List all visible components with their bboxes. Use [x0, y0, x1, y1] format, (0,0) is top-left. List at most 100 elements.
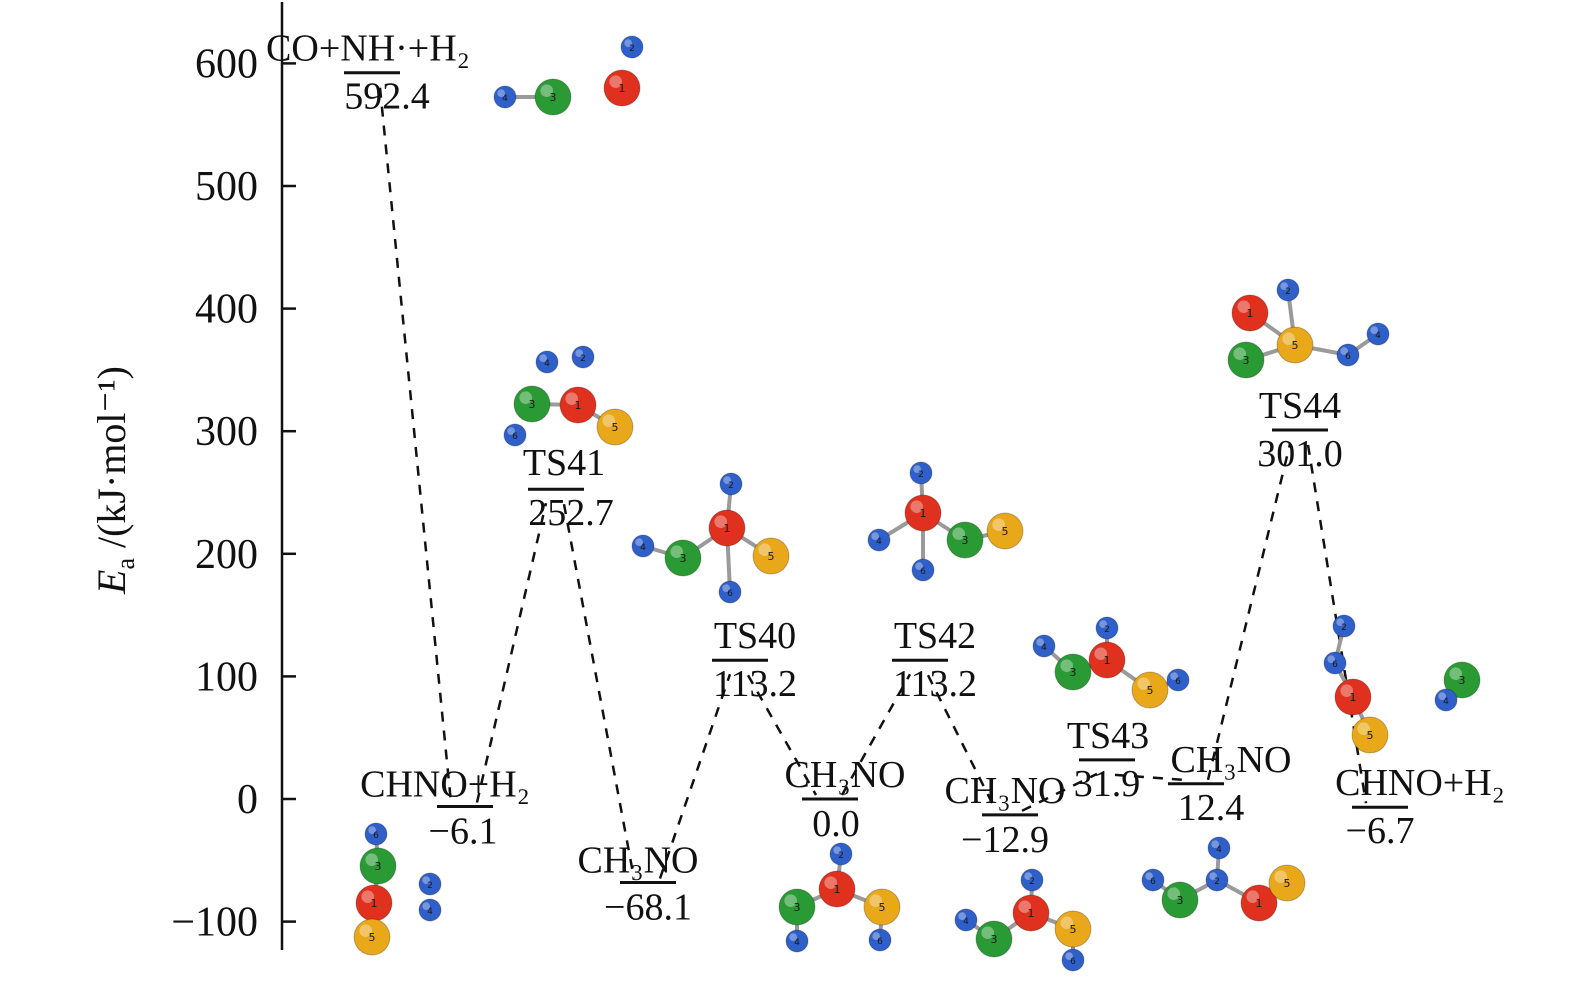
molecule-atom: 2: [571, 345, 595, 369]
atom-sphere: [909, 461, 933, 485]
atom-highlight: [624, 39, 633, 48]
y-tick-label: −100: [171, 900, 258, 946]
molecule-atom: 2: [1020, 868, 1044, 892]
atom-highlight: [1145, 872, 1153, 881]
atom-sphere: [596, 408, 634, 446]
atom-highlight: [519, 391, 532, 405]
atom-highlight: [981, 926, 994, 939]
atom-sphere: [708, 509, 746, 547]
atom-index-label: 6: [727, 589, 733, 599]
atom-index-label: 2: [427, 881, 433, 891]
y-tick-label: 200: [195, 532, 258, 578]
atom-sphere: [1323, 651, 1347, 675]
molecule-atom: 4: [1434, 688, 1458, 712]
y-axis-label-symbol: E: [89, 570, 134, 595]
molecule-atom: 3: [534, 78, 572, 116]
atom-sphere: [785, 929, 809, 953]
atom-highlight: [723, 476, 732, 484]
energy-level-value: 301.0: [1257, 433, 1343, 475]
atom-sphere: [1268, 864, 1306, 902]
atom-sphere: [778, 888, 816, 926]
atom-sphere: [1336, 343, 1360, 367]
reaction-path-connections: [378, 87, 1368, 879]
atom-sphere: [1054, 910, 1092, 948]
atom-index-label: 2: [580, 354, 586, 364]
atom-highlight: [1274, 870, 1287, 883]
molecule-atom: 6: [868, 928, 892, 952]
atom-highlight: [361, 890, 375, 903]
atom-highlight: [1060, 916, 1073, 929]
atom-highlight: [365, 853, 379, 866]
atom-sphere: [559, 386, 597, 424]
energy-level-name: CO+NH·+H₂: [266, 28, 470, 70]
atom-sphere: [513, 385, 551, 423]
molecule-atom: 1: [1231, 294, 1269, 332]
atom-highlight: [368, 826, 376, 835]
atom-sphere: [719, 472, 743, 496]
atom-highlight: [915, 562, 924, 571]
energy-level-name: TS44: [1259, 385, 1341, 427]
atom-highlight: [1233, 347, 1246, 361]
atom-index-label: 2: [838, 851, 844, 861]
energy-level-name: CH₃NO: [1171, 739, 1292, 781]
atom-index-label: 4: [640, 543, 646, 553]
atom-sphere: [829, 842, 853, 866]
atom-index-label: 3: [680, 552, 687, 565]
atom-highlight: [1170, 672, 1178, 681]
atom-sphere: [571, 345, 595, 369]
atom-highlight: [1280, 282, 1288, 290]
y-tick-label: 0: [237, 777, 258, 823]
molecule-atom: 4: [1366, 322, 1390, 346]
atom-index-label: 4: [1041, 643, 1047, 653]
molecule-atom: 5: [1268, 864, 1306, 902]
molecule-atom: 4: [867, 528, 891, 552]
molecule-atom: 5: [1351, 716, 1389, 754]
atom-highlight: [359, 924, 373, 937]
energy-level-value: 31.9: [1074, 763, 1141, 805]
atom-sphere: [718, 580, 742, 604]
atom-highlight: [789, 933, 798, 942]
molecule-atom: 4: [631, 534, 655, 558]
atom-highlight: [1065, 952, 1073, 961]
molecule-atom: 3: [1227, 341, 1265, 379]
atom-index-label: 4: [1216, 845, 1222, 855]
molecule-atom: 1: [603, 69, 641, 107]
atom-sphere: [867, 528, 891, 552]
molecule-atom: 2: [909, 461, 933, 485]
atom-index-label: 5: [1070, 923, 1077, 936]
molecule-atom: 3: [946, 521, 984, 559]
atom-sphere: [1161, 881, 1199, 919]
atom-highlight: [872, 932, 881, 941]
atom-highlight: [758, 543, 771, 556]
molecule-atom: 3: [1443, 661, 1481, 699]
atom-index-label: 3: [962, 534, 969, 547]
molecule-atom: 1: [1240, 884, 1278, 922]
atom-highlight: [1018, 900, 1031, 913]
atom-sphere: [1061, 948, 1085, 972]
atom-index-label: 5: [1002, 525, 1009, 538]
molecule-atom: 2: [1205, 868, 1229, 892]
atom-highlight: [869, 894, 882, 907]
atom-highlight: [1237, 300, 1250, 314]
atom-sphere: [631, 534, 655, 558]
atom-highlight: [1336, 618, 1344, 627]
molecule-atom: 4: [954, 908, 978, 932]
atom-highlight: [670, 545, 683, 558]
atom-index-label: 6: [877, 937, 883, 947]
energy-level-value: 592.4: [344, 76, 430, 118]
molecule-atom: 1: [1012, 894, 1050, 932]
atom-index-label: 6: [1175, 677, 1181, 687]
atom-sphere: [535, 350, 559, 374]
atom-index-label: 3: [1243, 354, 1250, 367]
atom-index-label: 4: [876, 537, 882, 547]
atom-index-label: 1: [1028, 907, 1035, 920]
energy-level-name: TS42: [894, 615, 976, 657]
atom-index-label: 2: [1214, 877, 1220, 887]
atom-sphere: [1366, 322, 1390, 346]
atom-index-label: 2: [629, 44, 635, 54]
